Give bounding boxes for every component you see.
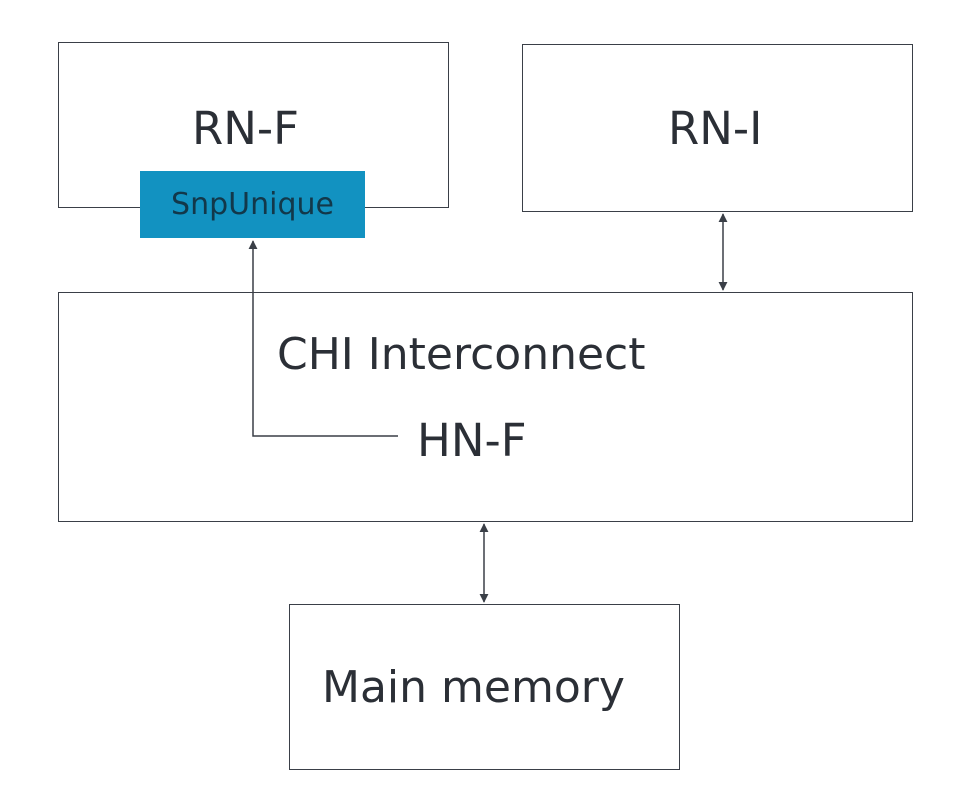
rn-i-node xyxy=(522,44,913,212)
main-memory-node xyxy=(289,604,680,770)
rn-f-label: RN-F xyxy=(192,102,300,155)
snpunique-message-tag: SnpUnique xyxy=(140,171,365,238)
chi-interconnect-node xyxy=(58,292,913,522)
main-memory-label: Main memory xyxy=(322,662,625,713)
hn-f-label: HN-F xyxy=(417,414,527,467)
rn-i-label: RN-I xyxy=(668,102,763,155)
chi-interconnect-label: CHI Interconnect xyxy=(277,329,646,380)
snpunique-label: SnpUnique xyxy=(171,187,334,222)
